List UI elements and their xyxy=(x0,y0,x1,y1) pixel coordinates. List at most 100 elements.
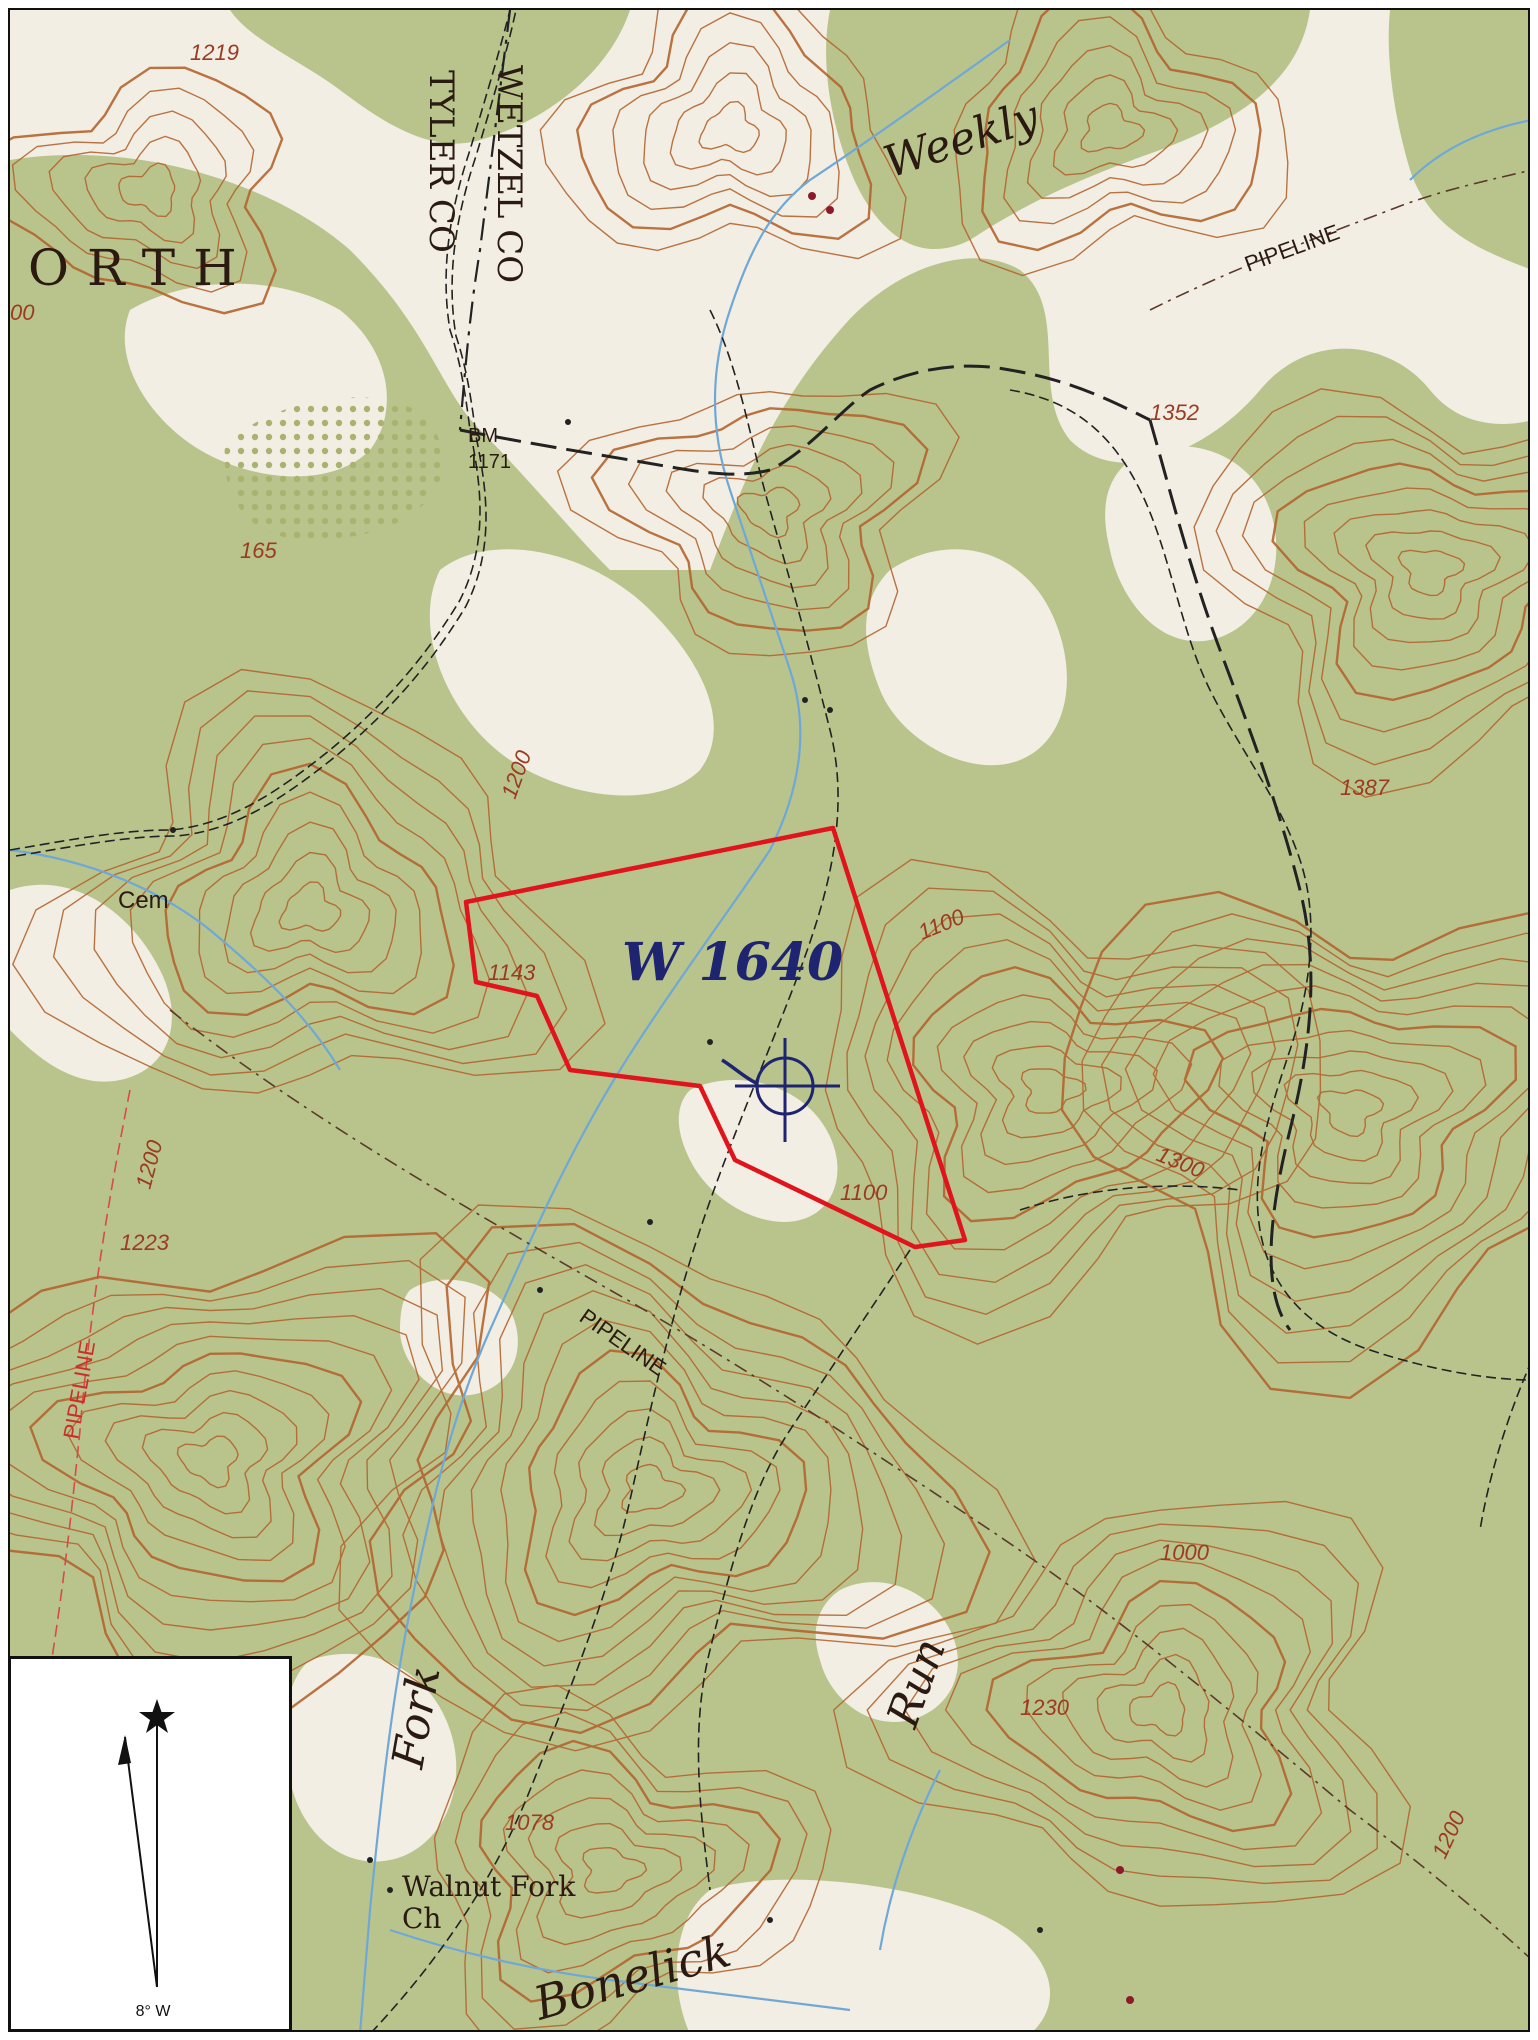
contour-line xyxy=(832,1500,1412,1907)
contour-line xyxy=(846,887,1299,1316)
contour-line xyxy=(953,10,1289,277)
north-arrow-panel: 8° W xyxy=(8,1656,292,2032)
contour-line xyxy=(1003,16,1237,225)
contour-line xyxy=(10,66,284,315)
contour-line xyxy=(1096,1653,1210,1763)
contour-line xyxy=(1364,530,1502,620)
elev-label: 1387 xyxy=(1340,775,1390,800)
contour-line xyxy=(141,1411,269,1515)
label-orth: ORTH xyxy=(28,239,255,297)
contour-line xyxy=(963,1020,1158,1166)
label-bm: BM xyxy=(468,425,498,447)
contour-line xyxy=(523,1349,808,1617)
contour-line xyxy=(278,881,342,932)
contour-line xyxy=(28,1352,363,1583)
contour-line xyxy=(936,994,1193,1194)
label-walnut-fork-ch: Ch xyxy=(402,1902,441,1935)
elev-label: 1100 xyxy=(840,1180,888,1205)
contour-line xyxy=(612,12,840,218)
contour-line xyxy=(1025,1603,1263,1811)
elev-label: 165 xyxy=(240,538,277,563)
contour-line xyxy=(1251,1050,1454,1185)
contour-line xyxy=(665,443,863,589)
elev-label: 1230 xyxy=(1020,1695,1070,1720)
contour-line xyxy=(176,1435,239,1489)
contour-line xyxy=(1283,1069,1420,1162)
contour-line xyxy=(621,1463,687,1513)
elev-label: 1000 xyxy=(1160,1540,1210,1565)
contour-line xyxy=(911,965,1225,1223)
contour-line xyxy=(1152,985,1528,1270)
contour-line xyxy=(12,668,606,1094)
contour-line xyxy=(10,1259,466,1698)
contour-line xyxy=(1241,438,1528,733)
map-labels: W 1640 ORTH WETZEL CO TYLER CO BM 1171 C… xyxy=(10,40,1471,2030)
elev-label: 00 xyxy=(10,300,35,325)
contour-line xyxy=(1081,913,1528,1364)
label-bm-elev: 1171 xyxy=(468,451,511,473)
contour-line xyxy=(539,10,907,260)
orchard-area xyxy=(224,397,443,540)
contour-line xyxy=(164,762,455,1017)
contour-line xyxy=(864,913,1277,1284)
contour-line xyxy=(556,390,960,657)
elev-label: 1219 xyxy=(190,40,239,65)
contour-line xyxy=(10,1231,491,1733)
contour-line xyxy=(1218,1029,1487,1209)
contour-line xyxy=(10,1314,420,1631)
north-arrow xyxy=(118,1699,175,1988)
true-north-star-icon xyxy=(139,1699,175,1733)
contour-line xyxy=(582,1846,648,1894)
pipelines xyxy=(169,170,1528,1958)
contour-line xyxy=(1183,1007,1518,1239)
contour-line xyxy=(66,1370,330,1562)
contour-line xyxy=(470,1289,864,1667)
contour-line xyxy=(981,10,1262,252)
contour-line xyxy=(11,87,255,293)
contour-line xyxy=(433,1684,832,2030)
contour-line xyxy=(48,110,227,270)
district-line xyxy=(459,364,1151,476)
contour-line xyxy=(698,100,760,154)
contour-line xyxy=(249,851,371,954)
contour-line xyxy=(985,1579,1293,1833)
contour-line xyxy=(593,1436,721,1537)
contour-line xyxy=(1193,388,1528,798)
contour-line xyxy=(1062,1627,1235,1788)
contour-line xyxy=(736,486,801,539)
permit-boundary xyxy=(463,825,968,1250)
contour-line xyxy=(454,1711,808,2030)
contour-line xyxy=(1316,1089,1385,1138)
well-label: W 1640 xyxy=(622,932,843,993)
contour-line xyxy=(10,1335,393,1603)
contour-line xyxy=(93,715,529,1059)
contour-line xyxy=(104,1389,298,1539)
contour-line xyxy=(1397,549,1466,597)
contour-line xyxy=(1128,1681,1186,1737)
building-dots xyxy=(170,192,1134,2004)
contour-line xyxy=(437,1263,903,1688)
contour-line xyxy=(1060,890,1528,1400)
contour-line xyxy=(223,821,397,974)
pipeline-west xyxy=(49,1089,131,1671)
county-line xyxy=(458,10,512,431)
contour-line xyxy=(669,72,787,176)
streams xyxy=(10,39,1528,2030)
contour-line xyxy=(643,41,812,198)
contour-line xyxy=(904,1539,1352,1868)
contour-lines xyxy=(10,10,1528,2030)
district-line-east xyxy=(1148,419,1313,1331)
contour-line xyxy=(500,1318,832,1643)
contour-line xyxy=(368,1222,991,1735)
contour-line xyxy=(478,1739,782,2003)
contour-line xyxy=(84,135,202,244)
contour-line xyxy=(338,1204,1036,1752)
contour-line xyxy=(1101,938,1528,1334)
contour-line xyxy=(1026,44,1209,199)
contour-line xyxy=(1333,509,1528,644)
elev-label: 1143 xyxy=(488,960,536,985)
contour-line xyxy=(991,1045,1122,1139)
contour-line xyxy=(575,10,873,241)
contour-line xyxy=(627,425,895,611)
contour-line xyxy=(198,791,423,995)
